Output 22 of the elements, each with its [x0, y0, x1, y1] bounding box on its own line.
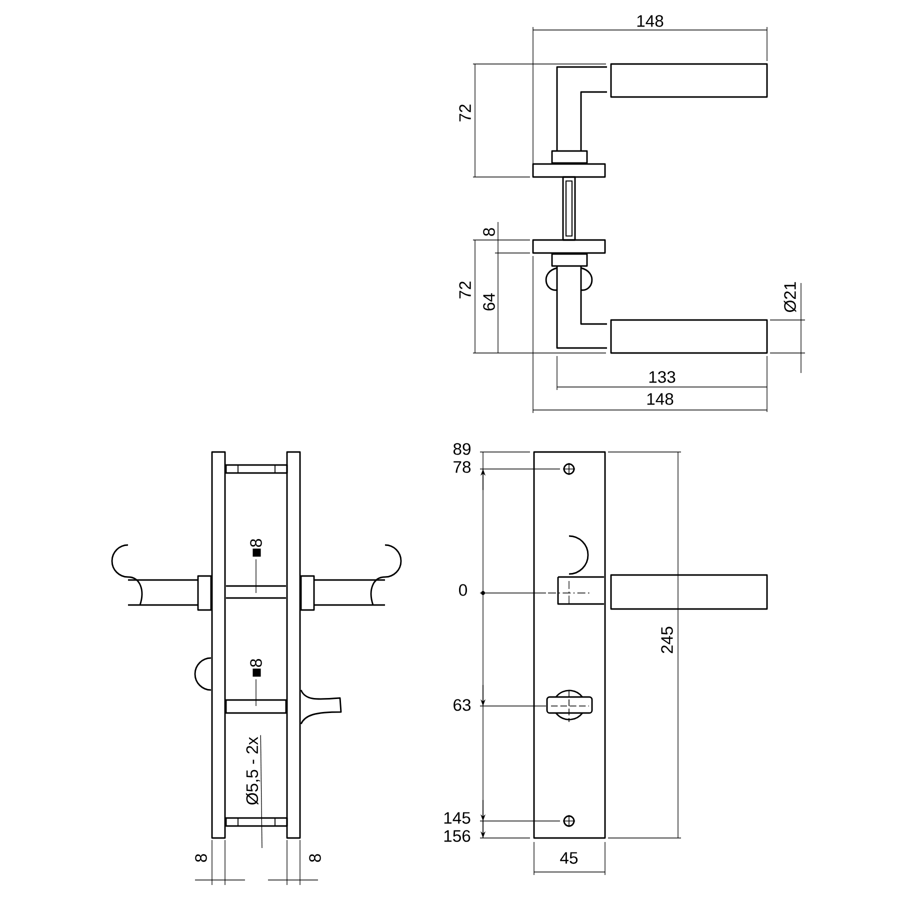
dimension-label: 8	[309, 854, 321, 862]
dimension-label: 148	[647, 393, 674, 405]
dimension-label: 133	[649, 371, 676, 383]
dimension-label: 0	[459, 584, 467, 596]
hole-size-label: Ø5,5 - 2x	[246, 736, 260, 805]
dimension-label: 63	[454, 699, 471, 711]
spindle-size-label: ■8	[250, 539, 262, 557]
dimension-label: 64	[483, 293, 495, 310]
dimension-label: 245	[661, 626, 673, 654]
dimension-label: 148	[637, 15, 664, 27]
dimension-label: 89	[453, 443, 470, 455]
dimension-label: 8	[483, 228, 495, 236]
dimension-label: 72	[459, 104, 471, 122]
spindle-size-label: ■8	[250, 659, 262, 677]
dimension-label: Ø21	[784, 282, 796, 312]
dimension-label: 156	[444, 830, 470, 842]
leader-line	[260, 734, 262, 848]
dimension-label: 72	[459, 282, 471, 298]
dimension-label: 78	[454, 461, 471, 473]
dimension-label: 45	[560, 852, 578, 864]
dimension-label: 145	[444, 812, 470, 824]
dimension-label: 8	[195, 854, 207, 862]
